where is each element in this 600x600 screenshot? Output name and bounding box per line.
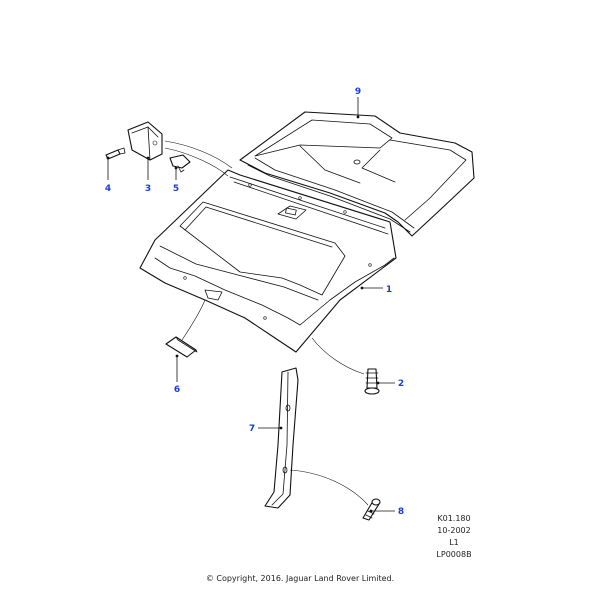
reference-code: K01.180 xyxy=(437,514,471,523)
part-1-headlining xyxy=(139,169,397,353)
callout-4[interactable]: 4 xyxy=(105,184,111,194)
part-6-pad xyxy=(165,299,206,358)
callout-8[interactable]: 8 xyxy=(398,507,404,517)
part-9-rear-panel xyxy=(239,111,475,237)
callout-1[interactable]: 1 xyxy=(386,285,392,295)
part-7-pillar-trim xyxy=(264,367,369,509)
reference-plate: LP0008B xyxy=(436,550,472,559)
callout-3[interactable]: 3 xyxy=(145,184,151,194)
callout-9[interactable]: 9 xyxy=(355,87,361,97)
copyright-notice: © Copyright, 2016. Jaguar Land Rover Lim… xyxy=(205,574,395,583)
callout-5[interactable]: 5 xyxy=(173,184,179,194)
part-3-bracket xyxy=(127,121,233,177)
callout-2[interactable]: 2 xyxy=(398,379,404,389)
part-2-fastener xyxy=(311,337,380,395)
part-5-clip xyxy=(169,154,191,173)
callout-6[interactable]: 6 xyxy=(174,385,180,395)
reference-level: L1 xyxy=(449,538,459,547)
part-8-screw xyxy=(362,498,381,521)
reference-date: 10-2002 xyxy=(437,526,471,535)
leader-lines xyxy=(106,97,395,513)
callout-7[interactable]: 7 xyxy=(249,424,255,434)
